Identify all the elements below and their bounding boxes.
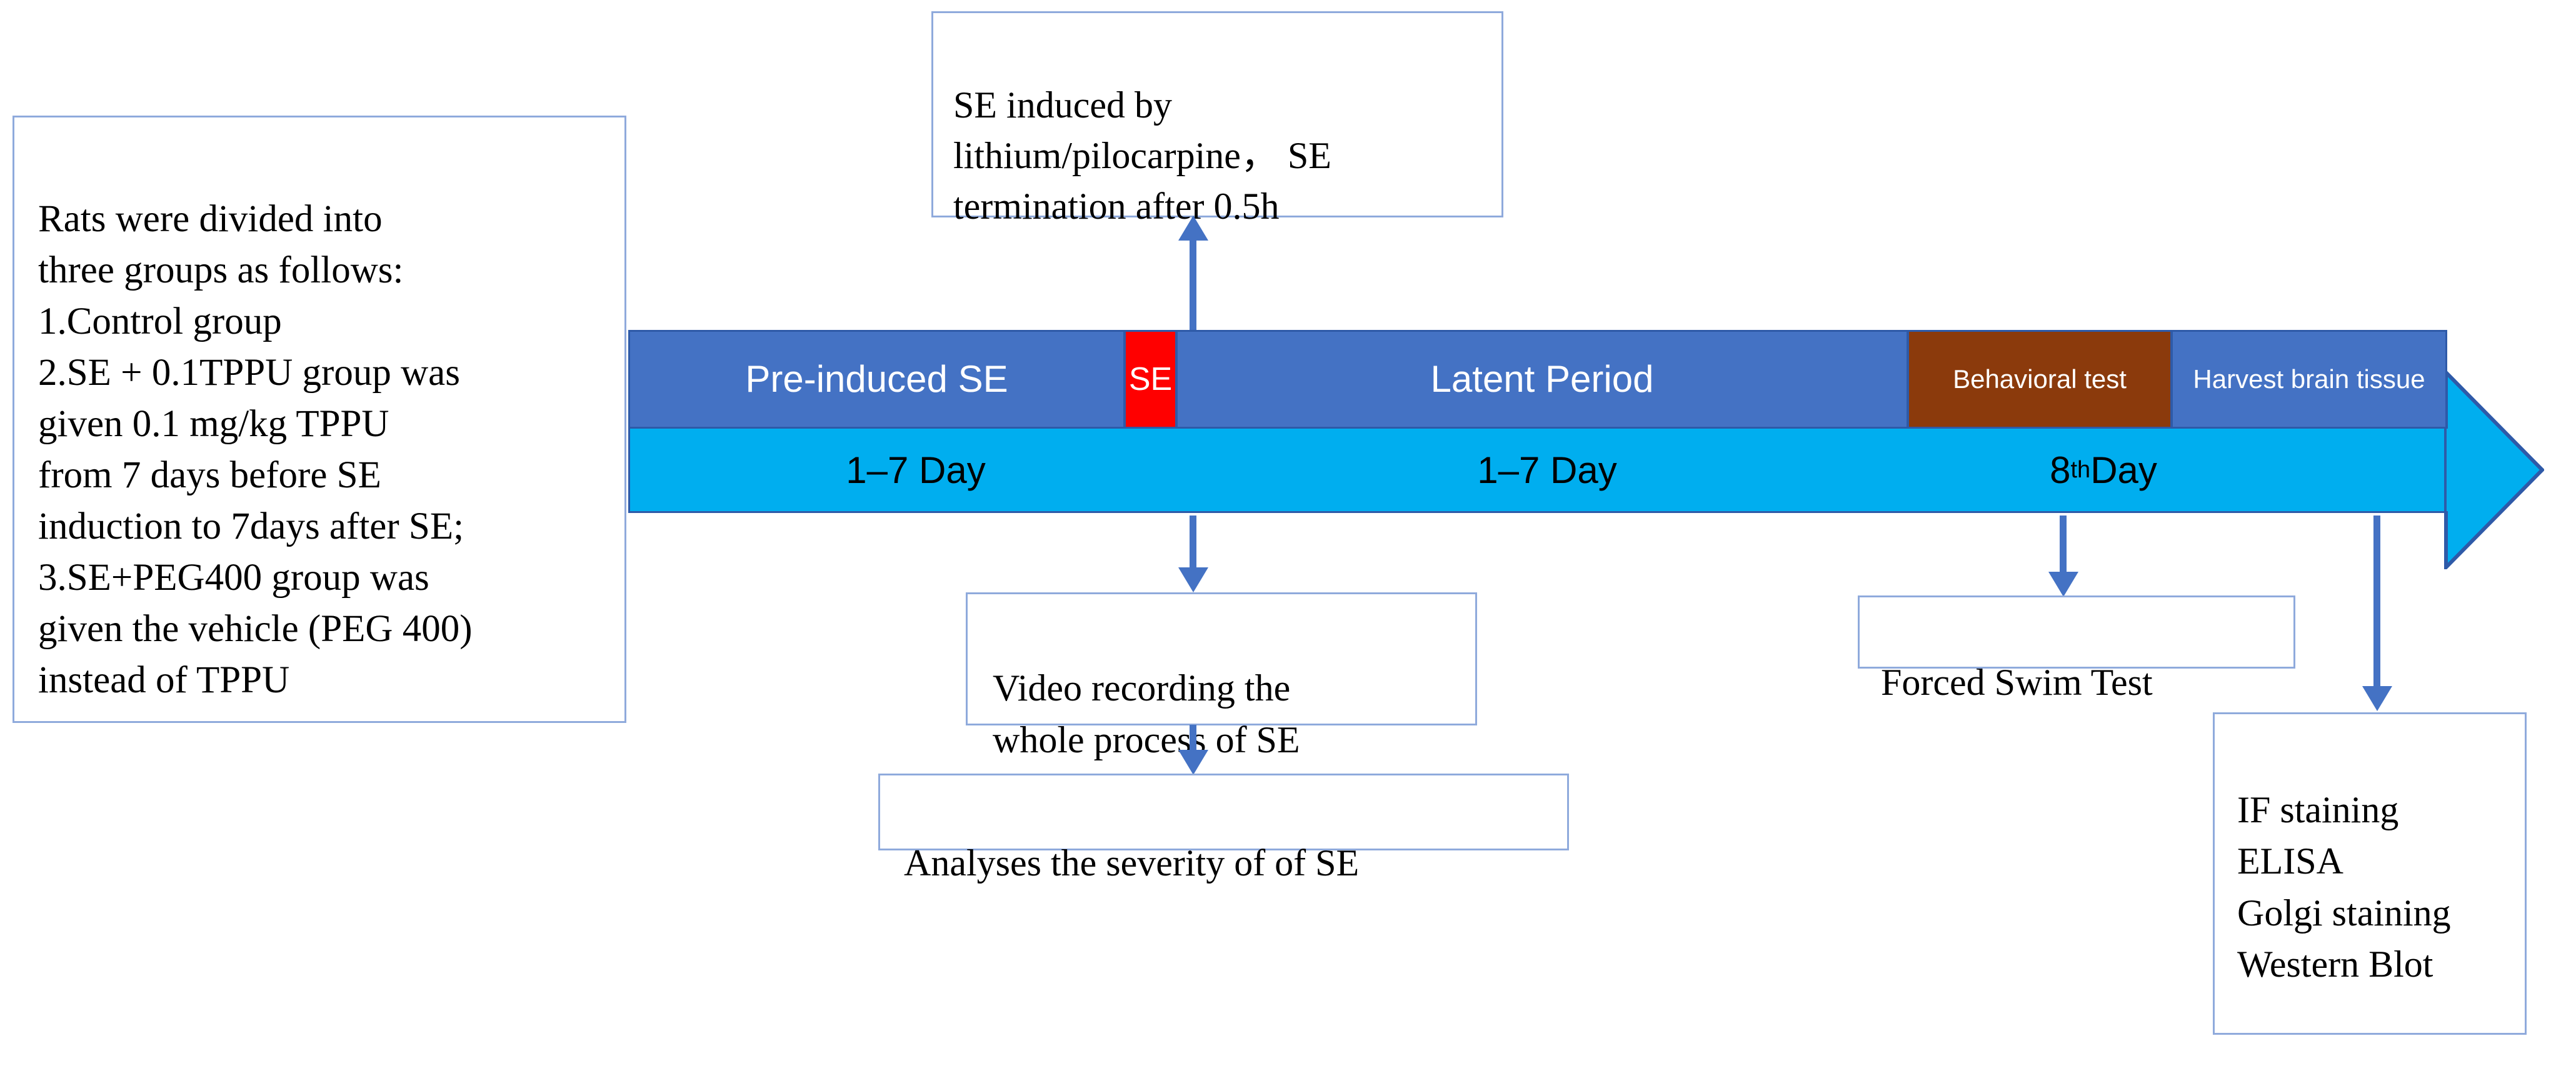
timeline-arrowhead-icon: [2444, 371, 2544, 569]
day-label-text: 1–7 Day: [846, 449, 986, 491]
arrow-line-harvest-to-assay-box: [2373, 516, 2380, 687]
arrow-line-se-to-induction-box: [1190, 236, 1196, 331]
experiment-timeline: Pre-induced SE SE Latent Period Behavior…: [628, 328, 2544, 569]
day-label-unit: Day: [2090, 449, 2157, 491]
timeline-day-label-pre-induced: 1–7 Day: [803, 436, 1028, 504]
segment-label: Latent Period: [1430, 358, 1654, 401]
arrowhead-down-behavioral-to-fst-box: [2048, 572, 2078, 597]
timeline-segment-se[interactable]: SE: [1124, 330, 1177, 429]
assay-list-box: IF staining ELISA Golgi staining Western…: [2213, 712, 2527, 1035]
day-label-text: 1–7 Day: [1477, 449, 1617, 491]
timeline-segment-harvest-brain-tissue[interactable]: Harvest brain tissue: [2171, 330, 2447, 429]
arrowhead-down-harvest-to-assay-box: [2362, 686, 2392, 711]
timeline-segment-behavioral-test[interactable]: Behavioral test: [1907, 330, 2172, 429]
video-recording-box: Video recording the whole process of SE: [966, 592, 1477, 760]
timeline-segment-latent-period[interactable]: Latent Period: [1176, 330, 1908, 429]
arrow-line-video-to-analyses-box: [1190, 725, 1196, 753]
segment-label: Behavioral test: [1953, 364, 2127, 394]
segment-label: Harvest brain tissue: [2193, 364, 2425, 394]
analyses-severity-text: Analyses the severity of of SE: [904, 842, 1360, 884]
arrowhead-up-se-to-induction-box: [1178, 216, 1208, 241]
arrow-line-se-to-video-box: [1190, 516, 1196, 569]
day-label-number: 8: [2050, 449, 2071, 491]
segment-label: Pre-induced SE: [745, 358, 1008, 401]
video-recording-text: Video recording the whole process of SE: [993, 667, 1300, 760]
protocol-groups-text: Rats were divided into three groups as f…: [38, 198, 473, 702]
se-induction-box: SE induced by lithium/pilocarpine， SE te…: [931, 11, 1503, 227]
forced-swim-test-text: Forced Swim Test: [1881, 662, 2153, 704]
timeline-day-label-latent: 1–7 Day: [1422, 436, 1672, 504]
forced-swim-test-box: Forced Swim Test: [1858, 595, 2295, 703]
protocol-groups-box: Rats were divided into three groups as f…: [13, 116, 626, 723]
timeline-segment-pre-induced-se[interactable]: Pre-induced SE: [628, 330, 1125, 429]
segment-label: SE: [1128, 361, 1173, 397]
analyses-severity-box: Analyses the severity of of SE: [878, 774, 1569, 884]
assay-list-text: IF staining ELISA Golgi staining Western…: [2237, 789, 2451, 985]
se-induction-text: SE induced by lithium/pilocarpine， SE te…: [953, 84, 1331, 227]
arrowhead-down-video-to-analyses-box: [1178, 750, 1208, 775]
arrowhead-down-se-to-video-box: [1178, 567, 1208, 592]
arrow-line-behavioral-to-fst-box: [2060, 516, 2067, 574]
